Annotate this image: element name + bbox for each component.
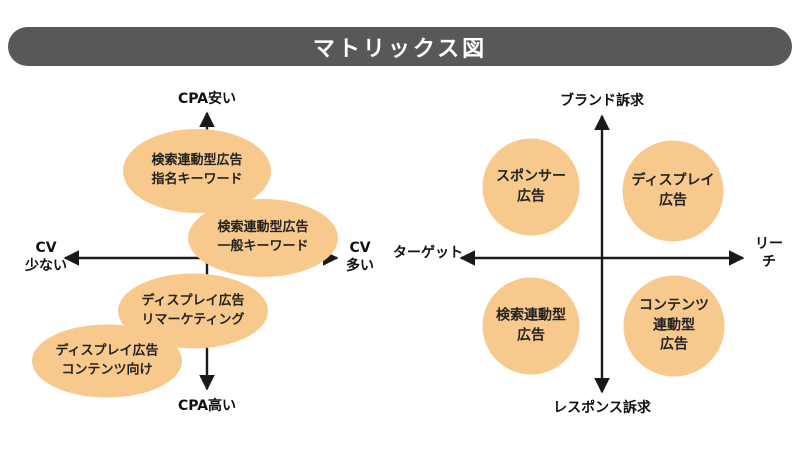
bubble-label: スポンサー 広告: [496, 168, 566, 204]
bubble-search-ads-generic-keywords: 検索連動型広告 一般キーワード: [188, 199, 338, 277]
bubble-label: 検索連動型広告 指名キーワード: [151, 153, 243, 187]
left-axis-top-label: CPA安い: [177, 90, 237, 107]
right-axis-left-label: ターゲット: [393, 244, 463, 261]
right-axis-top-label: ブランド訴求: [560, 92, 644, 109]
bubble-label: ディスプレイ 広告: [631, 172, 715, 208]
bubble-display-ads-content: ディスプレイ広告 コンテンツ向け: [32, 324, 182, 398]
bubble-label: ディスプレイ広告 コンテンツ向け: [55, 343, 159, 377]
circle-search-linked-ads: 検索連動型 広告: [482, 277, 580, 375]
circle-sponsor-ads: スポンサー 広告: [482, 138, 580, 236]
bubble-display-ads-remarketing: ディスプレイ広告 リマーケティング: [118, 273, 268, 349]
page-title: マトリックス図: [312, 36, 488, 62]
circle-content-linked-ads: コンテンツ 連動型 広告: [623, 275, 725, 377]
left-axis-right-label: CV 多い: [346, 239, 374, 274]
bubble-label: 検索連動型広告 一般キーワード: [217, 220, 309, 254]
title-banner: マトリックス図: [8, 27, 792, 66]
left-axis-left-label: CV 少ない: [25, 239, 67, 274]
left-axis-bottom-label: CPA高い: [177, 397, 237, 414]
bubble-label: ディスプレイ広告 リマーケティング: [141, 293, 245, 327]
bubble-label: コンテンツ 連動型 広告: [639, 297, 709, 353]
right-axis-right-label: リーチ: [755, 235, 783, 270]
bubble-label: 検索連動型 広告: [496, 307, 566, 343]
circle-display-ads: ディスプレイ 広告: [622, 140, 724, 242]
right-axis-bottom-label: レスポンス訴求: [553, 399, 651, 416]
